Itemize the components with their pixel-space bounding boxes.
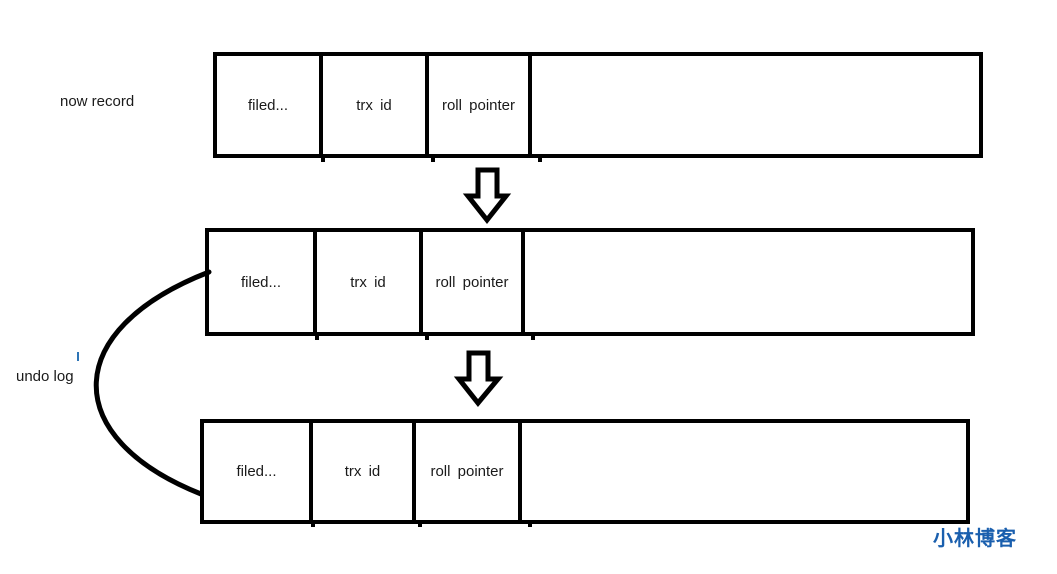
record-cell-filed: filed... (209, 232, 317, 332)
record-cell-empty (522, 423, 966, 520)
record-box-undo-2: filed... trx id roll pointer (200, 419, 970, 524)
down-arrow-icon-2 (453, 350, 504, 407)
record-cell-roll-pointer: roll pointer (423, 232, 525, 332)
label-now-record: now record (60, 93, 135, 110)
record-cell-empty (532, 56, 979, 154)
record-cell-trx-id: trx id (313, 423, 416, 520)
record-cell-trx-id: trx id (317, 232, 423, 332)
record-box-undo-1: filed... trx id roll pointer (205, 228, 975, 336)
record-box-now: filed... trx id roll pointer (213, 52, 983, 158)
record-cell-roll-pointer: roll pointer (429, 56, 532, 154)
watermark: 小林博客 (933, 528, 1017, 550)
cursor-tick-mark (77, 352, 79, 361)
undo-log-brace-curve (93, 269, 212, 497)
record-cell-filed: filed... (204, 423, 313, 520)
record-cell-empty (525, 232, 971, 332)
record-cell-filed: filed... (217, 56, 323, 154)
label-undo-log: undo log (16, 368, 74, 385)
record-cell-roll-pointer: roll pointer (416, 423, 522, 520)
down-arrow-icon-1 (462, 167, 512, 225)
record-cell-trx-id: trx id (323, 56, 429, 154)
